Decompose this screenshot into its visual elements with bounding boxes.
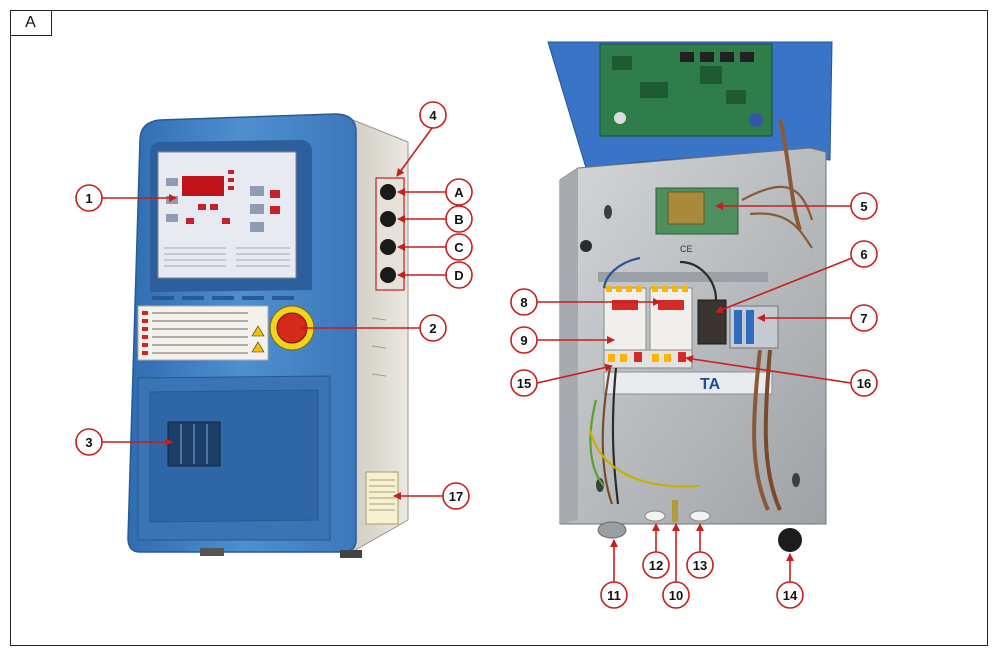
control-keypad-plate: [157, 151, 297, 279]
callout-15: 15: [517, 376, 531, 391]
ce-mark: CE: [680, 244, 693, 254]
callout-3: 3: [85, 435, 92, 450]
warning-label: [137, 305, 269, 361]
callout-c: C: [454, 240, 464, 255]
cable-gland-c: [380, 239, 396, 255]
control-relay: [697, 299, 727, 345]
callout-16: 16: [857, 376, 871, 391]
callout-9: 9: [520, 333, 527, 348]
callout-7: 7: [860, 311, 867, 326]
callout-14: 14: [783, 588, 798, 603]
callout-13: 13: [693, 558, 707, 573]
callouts: 1 2 3 4 A B C D 17 5: [75, 101, 878, 609]
ta-label: TA: [700, 376, 721, 393]
bottom-gland-11: [597, 521, 627, 539]
callout-5: 5: [860, 199, 867, 214]
bottom-gland-13: [689, 510, 711, 522]
cable-gland-b: [380, 211, 396, 227]
closed-control-panel: [127, 113, 409, 558]
callout-11: 11: [607, 588, 621, 603]
open-cabinet: TA CE: [547, 41, 833, 552]
callout-d: D: [454, 268, 463, 283]
callout-b: B: [454, 212, 463, 227]
panel-label: A: [10, 10, 52, 36]
contactor-right: [649, 286, 693, 351]
callout-4: 4: [429, 108, 437, 123]
callout-1: 1: [85, 191, 92, 206]
earth-bolt: [672, 500, 678, 522]
callout-10: 10: [669, 588, 683, 603]
callout-6: 6: [860, 247, 867, 262]
cable-gland-a: [380, 184, 396, 200]
callout-a: A: [454, 185, 464, 200]
bottom-gland-14: [778, 528, 802, 552]
callout-8: 8: [520, 295, 527, 310]
callout-12: 12: [649, 558, 663, 573]
digital-display: [182, 176, 224, 196]
callout-2: 2: [429, 321, 436, 336]
bottom-gland-12: [644, 510, 666, 522]
callout-17: 17: [449, 489, 463, 504]
figure-frame: [10, 10, 988, 646]
cable-gland-d: [380, 267, 396, 283]
